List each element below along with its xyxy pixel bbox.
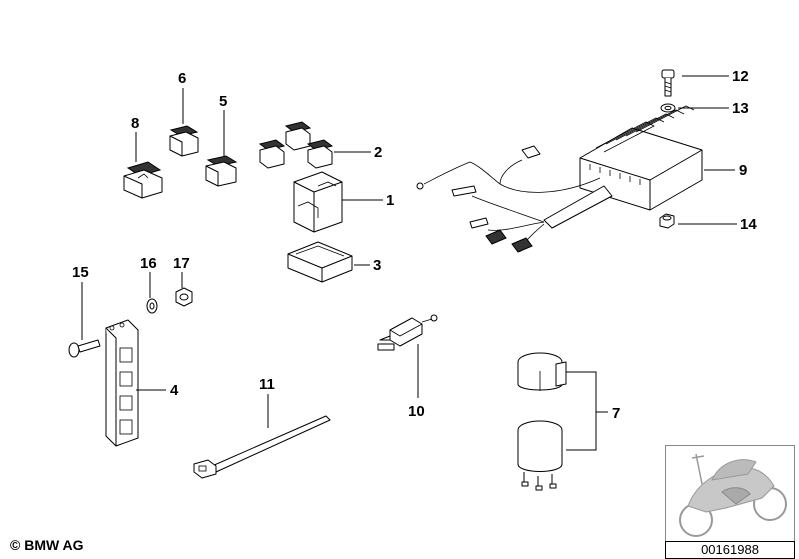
part-16-washer[interactable] [146, 298, 158, 314]
callout-8: 8 [131, 115, 139, 132]
part-12-bolt[interactable] [661, 69, 675, 97]
callout-1: 1 [386, 192, 394, 209]
callout-7: 7 [612, 405, 620, 422]
part-13-washer[interactable] [660, 103, 676, 113]
part-14-nut[interactable] [659, 213, 675, 229]
callout-4: 4 [170, 382, 179, 399]
leader-lines [81, 75, 737, 451]
callout-15: 15 [72, 264, 89, 281]
part-4-bracket[interactable] [105, 319, 139, 447]
callout-12: 12 [732, 68, 749, 85]
motorcycle-silhouette-icon [679, 453, 787, 537]
part-17-nut[interactable] [175, 287, 193, 307]
callout-9: 9 [739, 162, 747, 179]
callout-11: 11 [259, 376, 275, 393]
part-5-relay[interactable] [205, 155, 238, 187]
callout-6: 6 [178, 70, 186, 87]
callout-10: 10 [408, 403, 425, 420]
part-7-flasher-relay[interactable] [517, 352, 567, 491]
copyright-notice: © BMW AG [10, 537, 84, 553]
part-2-fuses[interactable] [258, 121, 334, 169]
callout-17: 17 [173, 255, 190, 272]
callout-labels: 1 2 3 4 5 6 7 8 9 10 11 12 13 14 15 16 1… [72, 68, 757, 422]
part-1-fuse-holder[interactable] [293, 171, 343, 233]
callout-14: 14 [740, 216, 757, 233]
part-8-relay[interactable] [123, 161, 163, 199]
part-15-screw[interactable] [68, 339, 101, 358]
motorcycle-thumbnail [665, 445, 795, 542]
diagram-id: 00161988 [665, 541, 795, 559]
callout-16: 16 [140, 255, 157, 272]
part-3-cover[interactable] [287, 241, 353, 283]
part-6-relay[interactable] [169, 125, 199, 157]
callout-3: 3 [373, 257, 381, 274]
part-10-suppressor[interactable] [377, 314, 438, 351]
callout-5: 5 [219, 93, 227, 110]
callout-2: 2 [374, 144, 382, 161]
callout-13: 13 [732, 100, 749, 117]
part-11-cable-tie[interactable] [193, 415, 331, 479]
part-9-voltage-regulator[interactable] [416, 105, 703, 253]
